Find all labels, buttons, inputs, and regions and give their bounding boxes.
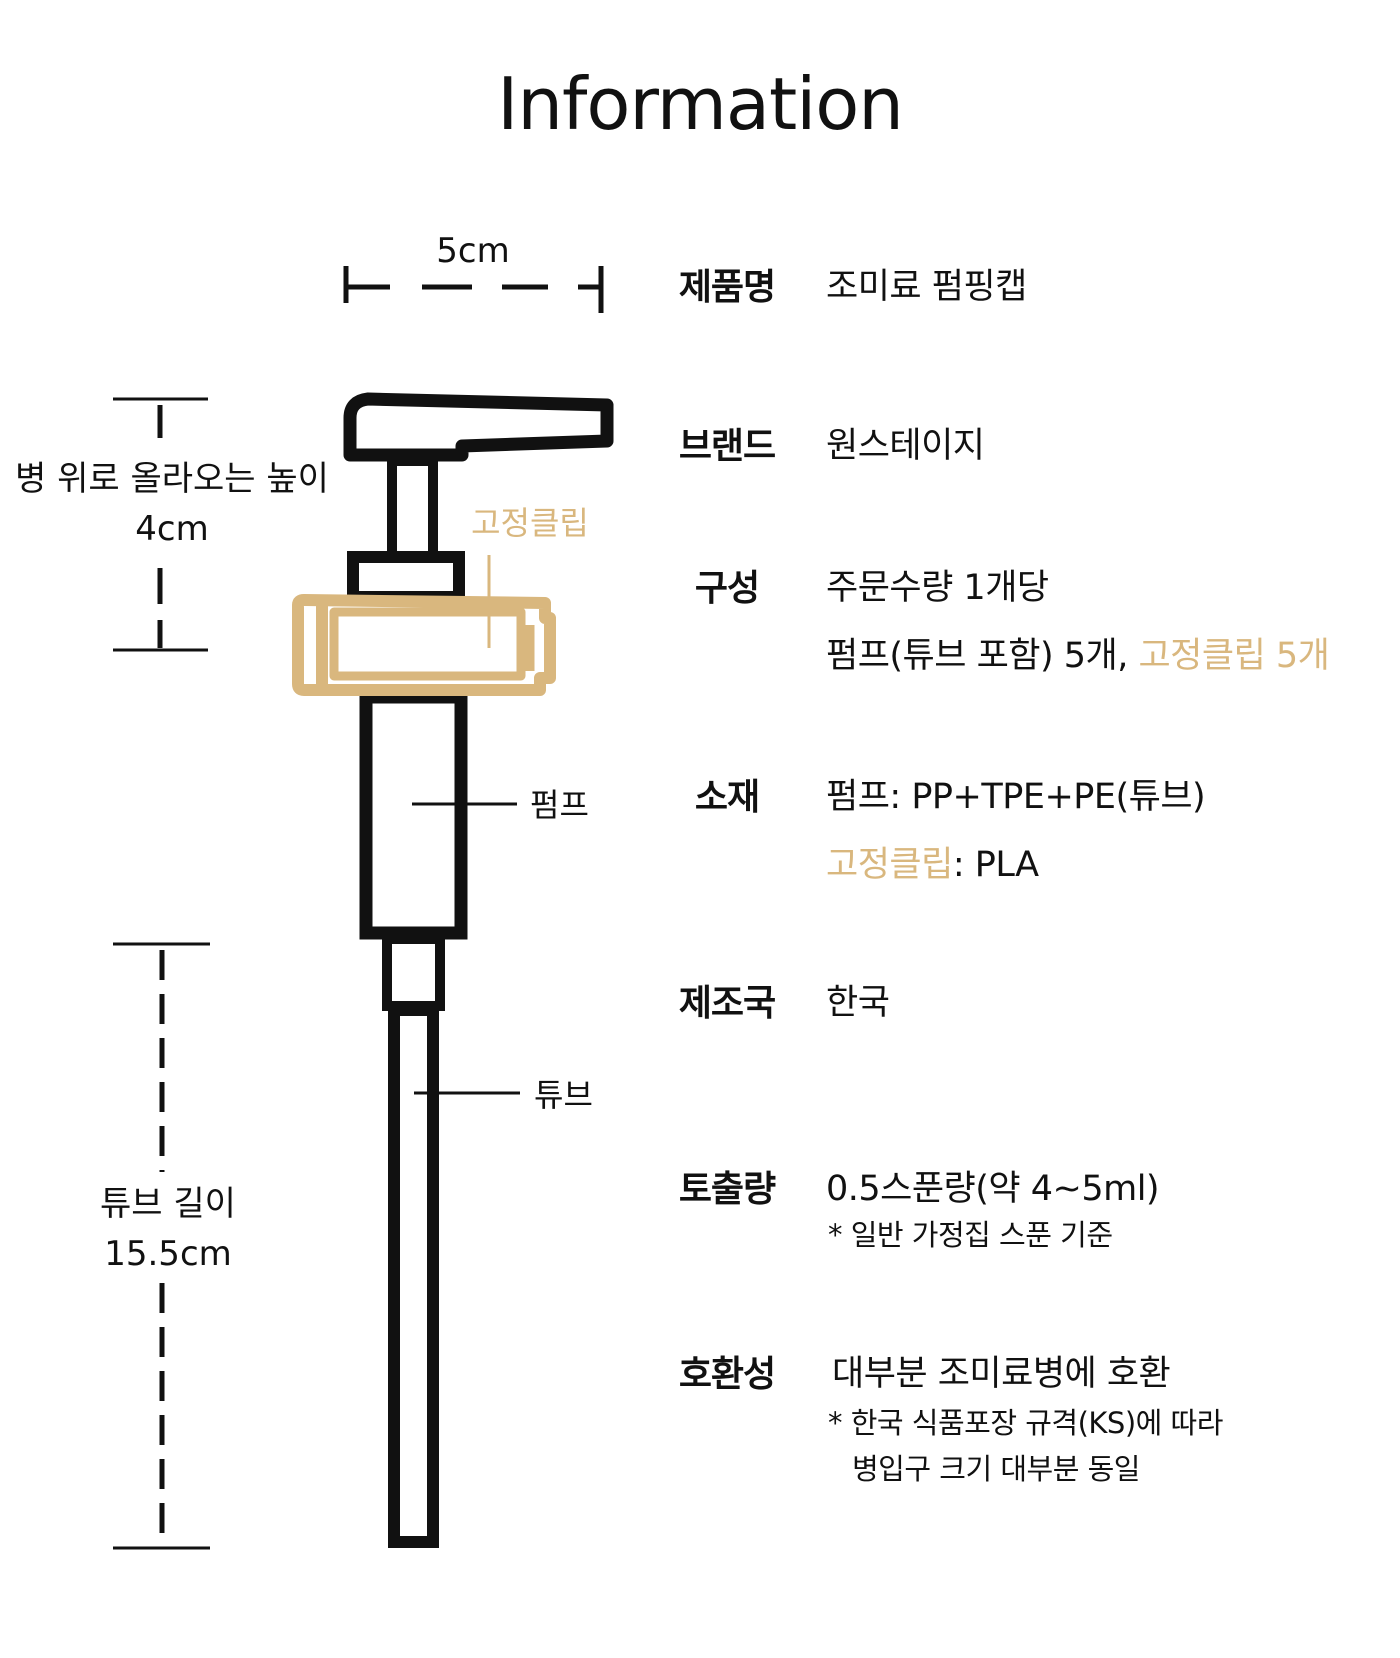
clip-label: 고정클립 [471,504,589,542]
spec-compat-key: 호환성 [678,1354,776,1395]
spec-compat-note2: 병입구 크기 대부분 동일 [852,1452,1140,1486]
spec-material-line1: 펌프: PP+TPE+PE(튜브) [826,777,1206,817]
spec-composition-clip-count: 고정클립 5개 [1138,636,1330,676]
spec-material-clip-name: 고정클립 [826,845,953,885]
tube-label-line1: 튜브 길이 [100,1184,236,1224]
rise-label-line1: 병 위로 올라오는 높이 [15,459,329,499]
width-dimension [343,266,604,313]
spec-material-clip-material: : PLA [952,845,1039,885]
spec-origin-key: 제조국 [678,983,776,1024]
fixing-clip [292,594,556,696]
rise-dimension [113,397,208,652]
spec-compat-note1: * 한국 식품포장 규격(KS)에 따라 [828,1406,1223,1440]
pump-label: 펌프 [530,786,589,824]
spec-dispense-value: 0.5스푼량(약 4~5ml) [826,1169,1160,1209]
tube-label: 튜브 [534,1076,593,1114]
tube-dimension [113,942,210,1550]
spec-composition-pump-count: 펌프(튜브 포함) 5개, [826,636,1139,676]
width-label: 5cm [436,231,509,271]
pump-stem [387,456,438,562]
spec-origin-value: 한국 [826,983,890,1023]
spec-composition-line2: 펌프(튜브 포함) 5개, 고정클립 5개 [826,627,1330,678]
spec-composition-key: 구성 [694,568,760,609]
spec-brand-key: 브랜드 [678,426,776,467]
pump-body [359,690,468,940]
tube-connector [382,934,445,1011]
spec-composition-line1: 주문수량 1개당 [826,568,1049,608]
rise-label-line2: 4cm [135,509,208,549]
spec-material-line2: 고정클립: PLA [826,836,1039,887]
page-title: Information [497,62,904,146]
spec-brand-value: 원스테이지 [826,426,985,466]
spec-dispense-key: 토출량 [678,1169,776,1210]
tube [388,1004,439,1548]
tube-label-line2: 15.5cm [104,1234,232,1274]
pump-head [343,392,614,462]
spec-name-value: 조미료 펌핑캡 [826,267,1027,307]
pump-collar [347,551,465,603]
spec-compat-value: 대부분 조미료병에 호환 [832,1354,1171,1394]
spec-material-key: 소재 [694,777,760,818]
spec-name-key: 제품명 [678,267,776,308]
spec-dispense-note: * 일반 가정집 스푼 기준 [828,1218,1113,1252]
